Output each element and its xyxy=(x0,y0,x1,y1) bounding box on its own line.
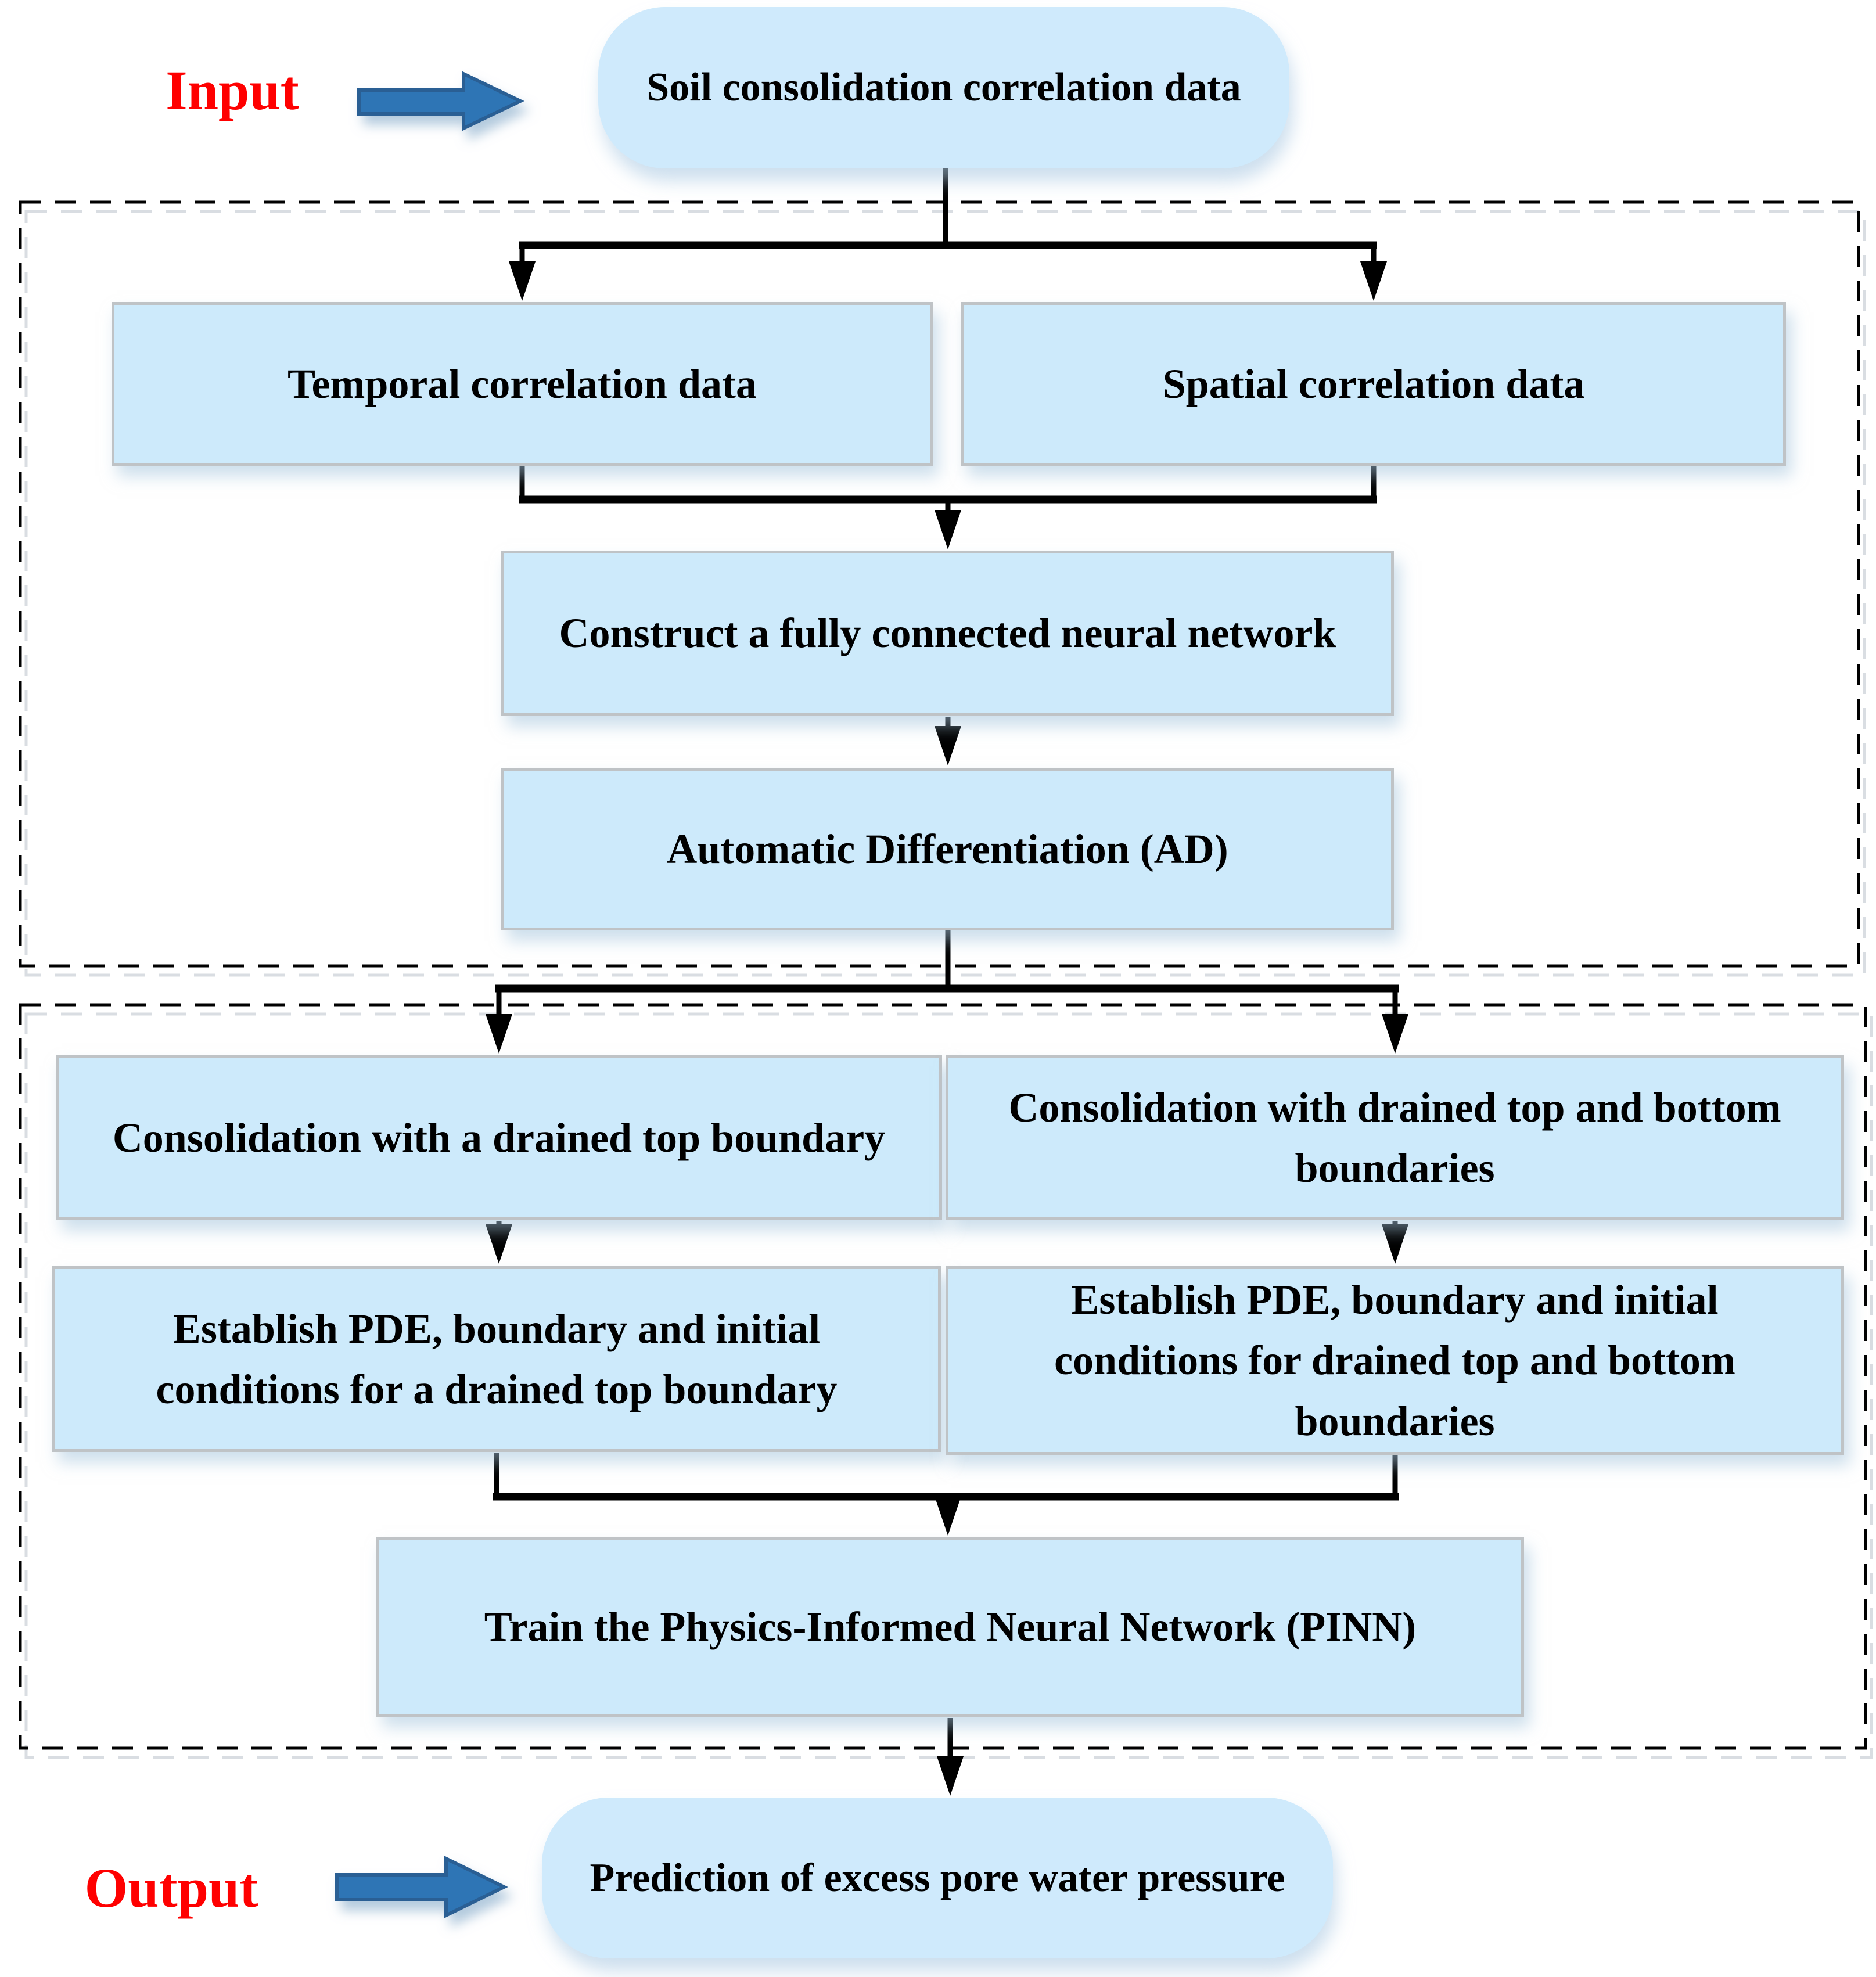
arrowhead-construct xyxy=(935,510,961,549)
node-construct-label: Construct a fully connected neural netwo… xyxy=(559,610,1336,657)
node-temporal-data: Temporal correlation data xyxy=(112,302,933,466)
arrowhead-spatial xyxy=(1360,261,1387,301)
output-label: Output xyxy=(67,1856,276,1920)
node-pde-both: Establish PDE, boundary and initial cond… xyxy=(946,1266,1844,1455)
stage2-dashed-shadow xyxy=(24,1012,1873,1759)
input-arrow-icon xyxy=(357,71,524,131)
arrowhead-pde-left xyxy=(486,1224,512,1264)
node-prediction-label: Prediction of excess pore water pressure xyxy=(590,1855,1285,1900)
stage1-dashed-container xyxy=(19,200,1860,968)
arrowhead-temporal xyxy=(509,261,536,301)
node-consolidation-both-label: Consolidation with drained top and botto… xyxy=(1008,1084,1781,1191)
node-prediction: Prediction of excess pore water pressure xyxy=(542,1798,1333,1958)
node-source: Soil consolidation correlation data xyxy=(598,7,1289,168)
node-automatic-differentiation: Automatic Differentiation (AD) xyxy=(501,768,1394,930)
arrowhead-consol-top xyxy=(486,1014,512,1054)
output-arrow-icon xyxy=(335,1856,508,1918)
node-pde-both-label: Establish PDE, boundary and initial cond… xyxy=(1054,1276,1735,1444)
stage2-dashed-container xyxy=(19,1003,1867,1750)
input-label: Input xyxy=(139,55,325,125)
node-consolidation-top-label: Consolidation with a drained top boundar… xyxy=(112,1114,886,1161)
node-source-label: Soil consolidation correlation data xyxy=(646,65,1241,110)
output-label-text: Output xyxy=(84,1856,258,1919)
node-spatial-data: Spatial correlation data xyxy=(961,302,1786,466)
input-label-text: Input xyxy=(166,59,299,121)
node-autodiff-label: Automatic Differentiation (AD) xyxy=(667,825,1228,872)
node-consolidation-both: Consolidation with drained top and botto… xyxy=(946,1055,1844,1220)
arrowhead-ad xyxy=(935,726,961,765)
node-train-pinn: Train the Physics-Informed Neural Networ… xyxy=(376,1537,1524,1717)
arrowhead-train xyxy=(935,1496,961,1536)
node-temporal-label: Temporal correlation data xyxy=(287,360,757,407)
arrowhead-consol-both xyxy=(1382,1014,1408,1054)
node-pde-top: Establish PDE, boundary and initial cond… xyxy=(52,1266,941,1452)
arrowhead-pde-right xyxy=(1382,1224,1408,1264)
node-construct-network: Construct a fully connected neural netwo… xyxy=(501,551,1394,716)
arrowhead-prediction xyxy=(937,1756,964,1796)
node-pde-top-label: Establish PDE, boundary and initial cond… xyxy=(156,1305,838,1412)
node-consolidation-top: Consolidation with a drained top boundar… xyxy=(56,1055,942,1220)
node-train-label: Train the Physics-Informed Neural Networ… xyxy=(484,1603,1417,1650)
node-spatial-label: Spatial correlation data xyxy=(1162,360,1585,407)
